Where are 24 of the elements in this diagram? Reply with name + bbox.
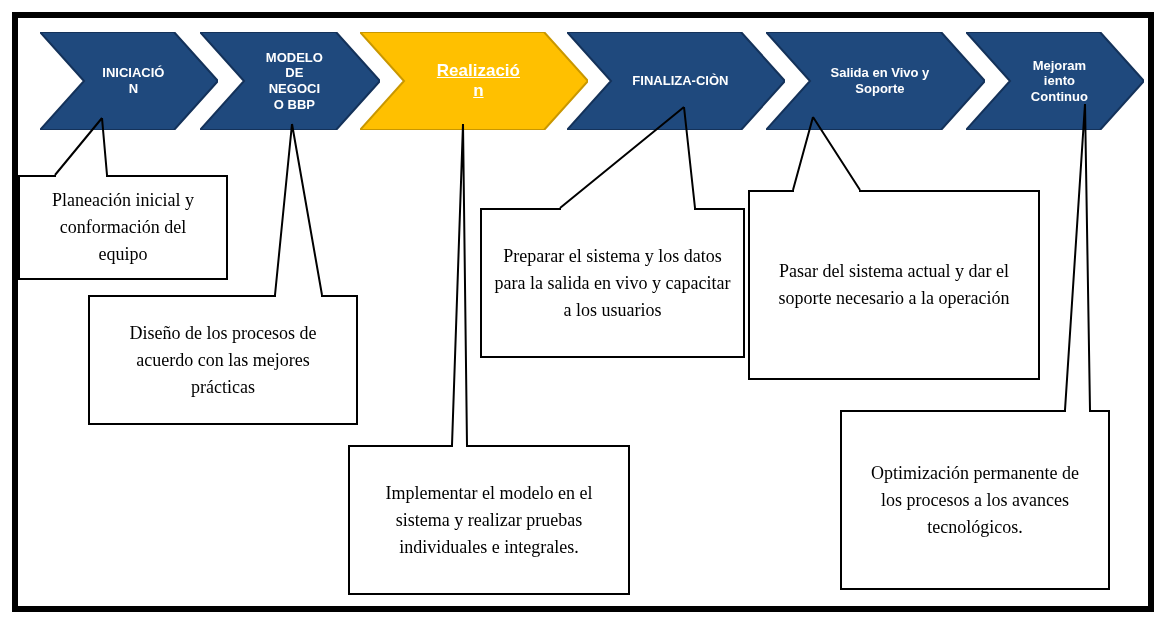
callout-text: Optimización permanente de los procesos a los avances tecnológicos. xyxy=(870,461,1080,539)
callout-box xyxy=(480,208,745,358)
callout-pointer xyxy=(1064,103,1091,411)
callout-pointer xyxy=(451,123,468,446)
callout-box xyxy=(18,175,228,280)
callout-pointer xyxy=(559,106,696,209)
callout-text: Preparar el sistema y los datos para la salida en vivo y capacitar a los usuarios xyxy=(494,244,731,322)
callout-text: Implementar el modelo en el sistema y realizar pruebas individuales e integrales. xyxy=(384,481,594,559)
callout-box xyxy=(348,445,630,595)
callout-box xyxy=(840,410,1110,590)
callout-pointer xyxy=(792,116,861,191)
callout-pointer xyxy=(54,117,108,176)
callout-pointer xyxy=(274,123,323,296)
callout-text: Pasar del sistema actual y dar el soporte necesario a la operación xyxy=(777,260,1011,310)
callout-text: Diseño de los procesos de acuerdo con las mejores prácticas xyxy=(128,321,318,399)
phase-label: MODELO DE NEGOCI O BBP xyxy=(264,49,324,113)
phase-label: INICIACIÓ N xyxy=(101,65,166,97)
callout-box xyxy=(748,190,1040,380)
phase-label: FINALIZA-CIÒN xyxy=(631,73,730,89)
phase-label: Mejoram iento Continuo xyxy=(1029,57,1089,105)
phase-label: Realizació n xyxy=(435,60,521,102)
callout-box xyxy=(88,295,358,425)
phase-label: Salida en Vivo y Soporte xyxy=(829,65,930,97)
callout-text: Planeación inicial y conformación del equipo xyxy=(51,189,195,266)
